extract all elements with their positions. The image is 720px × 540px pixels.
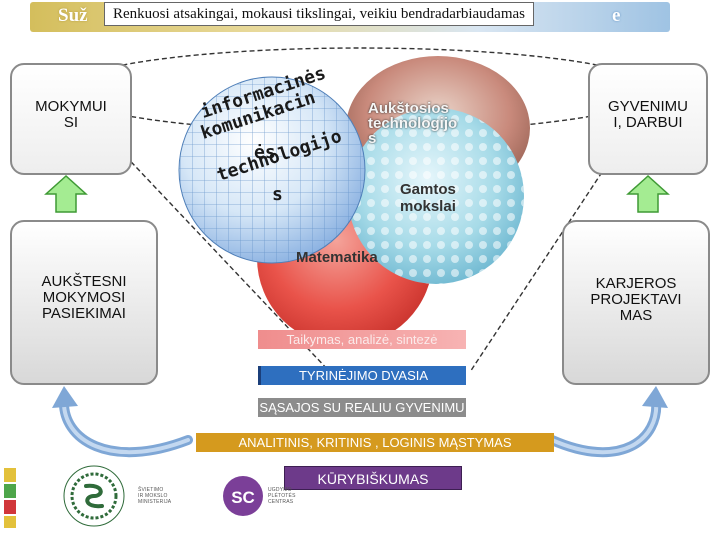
- title-ghost-right: e: [612, 5, 621, 26]
- math-label: Matematika: [296, 249, 378, 266]
- center-logo-text: UGDYMO PLĖTOTĖS CENTRAS: [268, 487, 296, 505]
- cycle-arrow-right-icon: [547, 386, 668, 458]
- box-life-work-line-2: I, DARBUI: [613, 114, 683, 131]
- box-career-line-1: KARJEROS: [595, 275, 677, 292]
- box-achievements-line-3: PASIEKIMAI: [42, 305, 126, 322]
- high-tech-line-3: s: [368, 130, 377, 147]
- box-learning: MOKYMUI SI: [10, 63, 132, 175]
- arrow-up-right-icon: [626, 174, 670, 213]
- ministry-logo: [63, 465, 125, 527]
- decorative-squares: [4, 468, 16, 528]
- svg-text:SC: SC: [231, 488, 255, 507]
- box-achievements: AUKŠTESNI MOKYMOSI PASIEKIMAI: [10, 220, 158, 385]
- strip-real-life: SĄSAJOS SU REALIU GYVENIMU: [258, 398, 466, 417]
- box-life-work: GYVENIMU I, DARBUI: [588, 63, 708, 175]
- center-logo-line-1: UGDYMO: [268, 487, 292, 493]
- page-title: Renkuosi atsakingai, mokausi tikslingai,…: [104, 2, 534, 26]
- box-learning-line-1: MOKYMUI: [35, 98, 107, 115]
- strip-exploration: TYRINĖJIMO DVASIA: [258, 366, 466, 385]
- center-logo-line-3: CENTRAS: [268, 499, 294, 505]
- center-logo-line-2: PLĖTOTĖS: [268, 493, 296, 499]
- box-career-line-2: PROJEKTAVI: [590, 291, 682, 308]
- strip-application: Taikymas, analizė, sintezė: [258, 330, 466, 349]
- high-tech-line-2: technologijo: [368, 115, 458, 132]
- development-center-logo: SC: [223, 476, 263, 516]
- ministry-logo-line-3: MINISTERIJA: [138, 499, 172, 505]
- box-achievements-line-1: AUKŠTESNI: [41, 273, 127, 290]
- title-ghost-left: Suž: [58, 5, 88, 26]
- strip-creativity: KŪRYBIŠKUMAS: [284, 466, 462, 490]
- box-learning-line-2: SI: [63, 114, 79, 131]
- high-tech-line-1: Aukštosios: [368, 100, 449, 117]
- info-tech-circle: [178, 76, 366, 264]
- info-tech-line-5: s: [272, 184, 283, 205]
- box-career: KARJEROS PROJEKTAVI MAS: [562, 220, 710, 385]
- cycle-arrow-left-icon: [52, 386, 193, 458]
- natural-sciences-line-2: mokslai: [400, 198, 456, 215]
- box-achievements-line-2: MOKYMOSI: [42, 289, 126, 306]
- high-tech-text: Aukštosios technologijo s: [368, 101, 457, 146]
- box-career-line-3: MAS: [619, 307, 653, 324]
- ministry-logo-text: ŠVIETIMO IR MOKSLO MINISTERIJA: [138, 487, 171, 505]
- natural-sciences-line-1: Gamtos: [400, 181, 456, 198]
- ministry-logo-line-1: ŠVIETIMO: [138, 487, 164, 493]
- box-life-work-line-1: GYVENIMU: [607, 98, 688, 115]
- natural-sciences-text: Gamtos mokslai: [400, 181, 456, 215]
- strip-thinking: ANALITINIS, KRITINIS , LOGINIS MĄSTYMAS: [196, 433, 554, 452]
- natural-sciences-circle: [348, 108, 524, 284]
- info-tech-line-3: ės: [254, 142, 276, 163]
- info-tech-text: informacinės komunikacin ės technologijo…: [196, 63, 356, 205]
- ministry-logo-line-2: IR MOKSLO: [138, 493, 168, 499]
- arrow-up-left-icon: [44, 174, 88, 213]
